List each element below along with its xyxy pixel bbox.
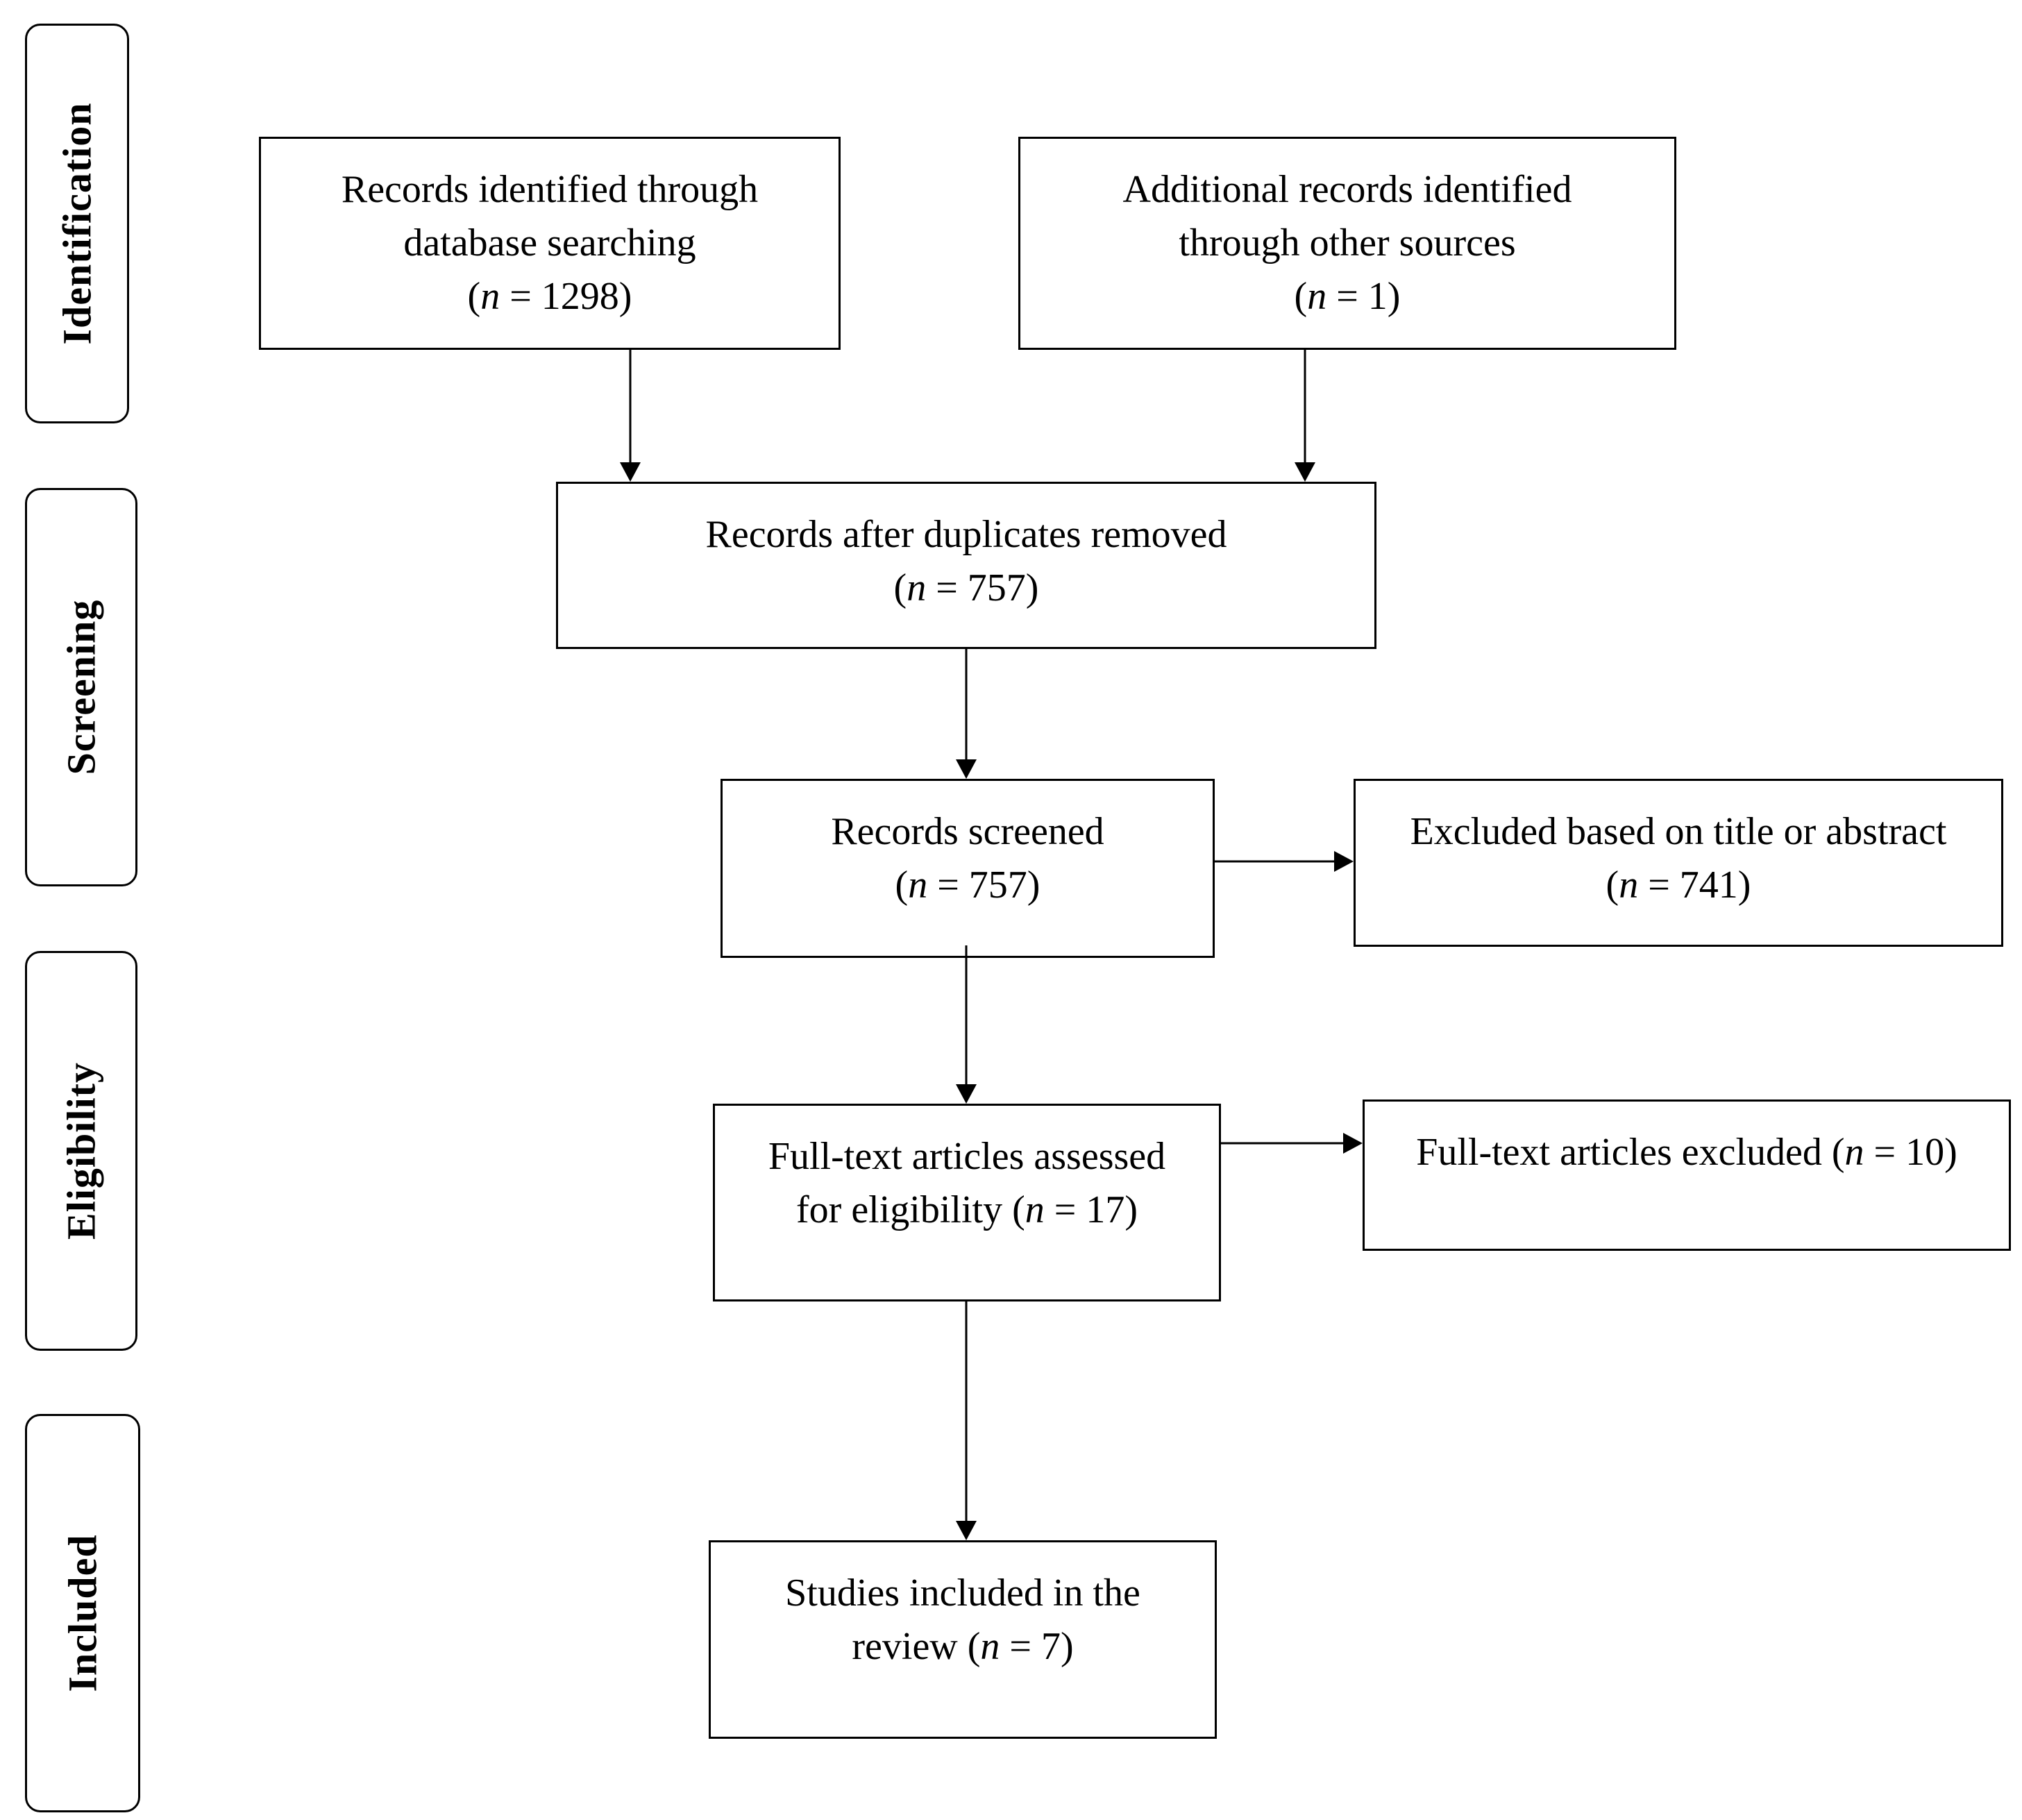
after-duplicates-line1: Records after duplicates removed [705,513,1227,556]
stage-screening-label: Screening [58,599,104,775]
database-records-count: (n = 1298) [467,275,632,318]
screened-count: (n = 757) [895,863,1041,907]
included-studies-line2: review (n = 7) [852,1625,1074,1668]
other-sources-line1: Additional records identified [1122,168,1572,211]
stage-screening: Screening [25,488,137,886]
stage-eligibility: Eligibility [25,951,137,1351]
included-studies-box: Studies included in the review (n = 7) [709,1540,1217,1739]
other-sources-count: (n = 1) [1294,275,1401,318]
stage-identification: Identification [25,24,129,423]
arrowhead-fulltext-to-excluded [1343,1133,1363,1154]
other-sources-box: Additional records identified through ot… [1018,137,1676,350]
arrowhead-duplicates-to-screened [956,759,977,779]
stage-included: Included [25,1414,140,1812]
screened-line1: Records screened [831,810,1104,853]
fulltext-excluded-line1: Full-text articles excluded (n = 10) [1416,1131,1957,1174]
excluded-title-count: (n = 741) [1606,863,1751,907]
other-sources-line2: through other sources [1179,221,1516,264]
excluded-title-box: Excluded based on title or abstract (n =… [1354,779,2003,947]
arrowhead-fulltext-to-included [956,1521,977,1540]
database-records-box: Records identified through database sear… [259,137,841,350]
arrowhead-screened-to-fulltext [956,1084,977,1104]
fulltext-assessed-box: Full-text articles assessed for eligibil… [713,1104,1221,1301]
arrowhead-database-to-duplicates [620,462,641,482]
screened-box: Records screened (n = 757) [721,779,1215,958]
included-studies-line1: Studies included in the [785,1572,1140,1615]
stage-eligibility-label: Eligibility [58,1062,104,1240]
arrowhead-other-to-duplicates [1295,462,1315,482]
excluded-title-line1: Excluded based on title or abstract [1410,810,1947,853]
stage-included-label: Included [60,1534,106,1692]
database-records-line2: database searching [403,221,696,264]
fulltext-assessed-line1: Full-text articles assessed [768,1135,1166,1178]
database-records-line1: Records identified through [341,168,759,211]
fulltext-excluded-box: Full-text articles excluded (n = 10) [1363,1099,2011,1251]
stage-identification-label: Identification [54,102,100,345]
after-duplicates-count: (n = 757) [893,566,1039,609]
fulltext-assessed-line2: for eligibility (n = 17) [796,1188,1138,1231]
arrowhead-screened-to-excluded [1334,851,1354,872]
after-duplicates-box: Records after duplicates removed (n = 75… [556,482,1376,649]
